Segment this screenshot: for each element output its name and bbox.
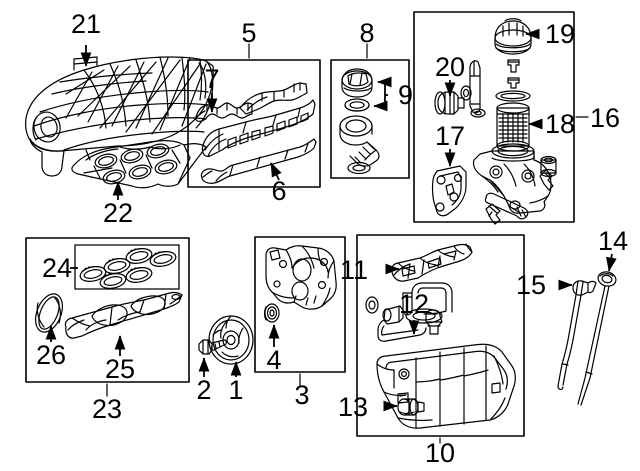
part-oil-pump-pickup-tube: [402, 282, 453, 324]
part-filter-standpipe: [469, 60, 481, 114]
box-oil-pan: [356, 234, 525, 437]
part-housing-bushing: [540, 155, 557, 178]
callout-18: 18: [545, 109, 575, 139]
part-valve-cover-middle: [201, 99, 316, 157]
part-crankshaft-front-seal: [34, 293, 64, 333]
part-oil-level-dipstick: [577, 271, 617, 406]
part-oil-level-sensor: [365, 296, 443, 342]
part-dipstick-tube: [557, 280, 597, 391]
callout-22: 22: [103, 198, 133, 228]
callout-17: 17: [435, 121, 465, 151]
box-front-timing-cover: [254, 236, 346, 373]
callout-8: 8: [359, 18, 374, 48]
part-oil-filter-cap-bolt: [507, 59, 520, 73]
part-balancer-bolt: [198, 339, 227, 355]
part-front-timing-cover: [265, 245, 337, 310]
callout-15: 15: [516, 270, 546, 300]
part-oil-filter-cap-nut: [507, 77, 520, 89]
callout-9: 9: [398, 80, 413, 110]
callout-labels: 21 22 5 7 6 8 9 16 19 20 18 17 24 26 25 …: [36, 9, 628, 468]
callout-5: 5: [241, 18, 256, 48]
callout-3: 3: [294, 380, 309, 410]
part-valve-cover-rail-upper: [239, 82, 308, 115]
part-housing-bolt-short: [485, 203, 501, 225]
part-valve-cover-gasket: [200, 138, 317, 184]
part-front-cover-seal: [263, 303, 280, 323]
callout-19: 19: [545, 19, 575, 49]
part-manifold-port-gasket-set: [79, 248, 177, 289]
part-oil-filler-tube: [339, 115, 380, 175]
callout-11: 11: [340, 255, 368, 285]
callout-16: 16: [590, 103, 620, 133]
part-intake-manifold: [25, 56, 214, 177]
callout-10: 10: [425, 438, 455, 468]
part-crankshaft-balancer: [208, 315, 254, 365]
part-sensor-washer-b: [470, 108, 486, 118]
callout-7: 7: [204, 64, 219, 94]
part-oil-filler-cap-seal: [344, 98, 370, 112]
arrow-14: [606, 253, 617, 272]
callout-23: 23: [92, 394, 122, 424]
callout-12: 12: [399, 289, 429, 319]
box-oil-filler-tube: [330, 59, 410, 179]
part-oil-pan: [376, 343, 516, 429]
callout-2: 2: [196, 375, 211, 405]
part-housing-bolt-long-b: [484, 192, 529, 220]
arrow-6: [270, 162, 282, 181]
callout-6: 6: [271, 176, 286, 206]
box-manifold-port-gaskets: [74, 244, 180, 290]
callout-14: 14: [598, 226, 628, 256]
callout-25: 25: [105, 354, 135, 384]
part-oil-pan-baffle: [390, 243, 473, 282]
callout-26: 26: [36, 340, 66, 370]
part-oil-filter-oring: [495, 90, 531, 102]
callout-1: 1: [228, 375, 243, 405]
part-valley-cover-plate: [64, 292, 183, 339]
box-valve-cover-group: [187, 59, 321, 188]
box-gasket-kit: [25, 237, 190, 383]
part-oil-filler-cap: [341, 68, 373, 98]
part-oil-filter-cap: [494, 18, 532, 55]
callout-13: 13: [338, 392, 368, 422]
part-oil-drain-plug: [397, 398, 425, 416]
part-oil-cooler-adapter-plate: [431, 165, 467, 217]
callout-4: 4: [266, 345, 281, 375]
callout-20: 20: [435, 52, 465, 82]
callout-24: 24: [42, 253, 72, 283]
part-intake-manifold-gasket: [71, 140, 207, 189]
part-sensor-washer-a: [460, 85, 472, 101]
callout-21: 21: [71, 9, 101, 39]
